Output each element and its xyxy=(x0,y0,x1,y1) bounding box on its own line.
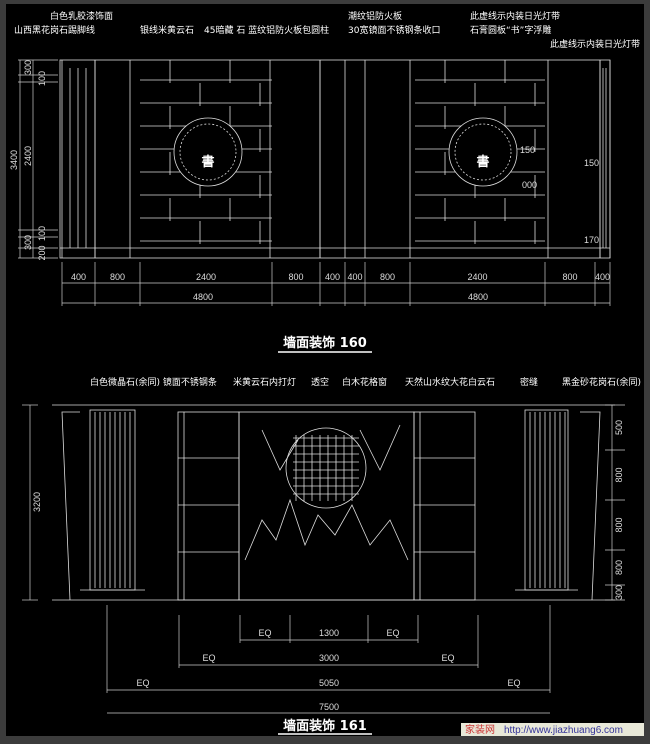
dim-text: 800 xyxy=(614,560,624,575)
dim-text: 800 xyxy=(614,467,624,482)
dim-text: 800 xyxy=(562,272,577,282)
dim-text: EQ xyxy=(507,678,520,688)
elevation-161 xyxy=(52,404,615,601)
dim-label: 000 xyxy=(522,180,537,190)
relief-disc xyxy=(173,117,243,187)
label: 白色乳胶漆饰面 xyxy=(50,10,113,22)
label: 此虚线示内装日光灯带 xyxy=(550,38,640,50)
dim-text: EQ xyxy=(202,653,215,663)
label: 米黄云石内打灯 xyxy=(233,376,296,388)
dim-text: 400 xyxy=(71,272,86,282)
dim-text: 3400 xyxy=(9,150,19,170)
label: 天然山水纹大花白云石 xyxy=(405,376,495,388)
dim-text: 800 xyxy=(614,517,624,532)
label: 此虚线示内装日光灯带 xyxy=(470,10,560,22)
dim-text: 800 xyxy=(110,272,125,282)
dim-text: 5050 xyxy=(319,678,339,688)
dim-text: 3200 xyxy=(32,492,42,512)
label: 银线米黄云石 xyxy=(140,24,194,36)
dim-text: EQ xyxy=(258,628,271,638)
label: 石膏圆板“书”字浮雕 xyxy=(470,24,551,36)
dim-text: 100 xyxy=(37,71,47,86)
mountain-pattern xyxy=(261,429,299,471)
dim-text: 800 xyxy=(380,272,395,282)
dim-text: 4800 xyxy=(468,292,488,302)
watermark-site: 家装网 xyxy=(465,723,495,736)
dim-text: 7500 xyxy=(319,702,339,712)
column-edge xyxy=(580,411,601,601)
relief-character: 書 xyxy=(476,154,489,170)
label: 山西黑花岗石踢脚线 xyxy=(14,24,95,36)
relief-ring xyxy=(454,123,512,181)
dim-text: 400 xyxy=(325,272,340,282)
dim-text: 1300 xyxy=(319,628,339,638)
dim-text: 300 xyxy=(23,60,33,75)
mountain-pattern xyxy=(244,498,409,561)
stone-panel xyxy=(238,411,415,601)
label: 30宽镜面不锈钢条收口 xyxy=(348,24,440,36)
label: 透空 xyxy=(311,376,329,388)
dim-text: 4800 xyxy=(193,292,213,302)
label: 45暗藏 石 蓝纹铝防火板包圆柱 xyxy=(204,24,329,36)
relief-disc xyxy=(448,117,518,187)
dim-label: 150 xyxy=(584,158,599,168)
dim-text: EQ xyxy=(441,653,454,663)
lattice-window xyxy=(285,427,367,509)
elevation-160 xyxy=(59,59,611,259)
dim-text: 2400 xyxy=(23,146,33,166)
drawing-title-161: 墙面装饰 161 xyxy=(283,718,367,734)
label: 白木花格窗 xyxy=(342,376,387,388)
column-edge xyxy=(61,411,80,601)
label: 黑金砂花岗石(余同) xyxy=(562,376,641,388)
mountain-pattern xyxy=(359,424,401,471)
watermark-url[interactable]: http://www.jiazhuang6.com xyxy=(504,725,623,736)
dim-text: 400 xyxy=(347,272,362,282)
dim-text: 3000 xyxy=(319,653,339,663)
dim-text: 100 xyxy=(37,226,47,241)
dim-text: 400 xyxy=(595,272,610,282)
dim-text: 800 xyxy=(288,272,303,282)
dim-label: 170 xyxy=(584,235,599,245)
label: 密缝 xyxy=(520,376,538,388)
dim-label: 150 xyxy=(520,145,535,155)
dim-text: 2400 xyxy=(196,272,216,282)
dim-text: 200 xyxy=(37,245,47,260)
dim-text: 500 xyxy=(614,420,624,435)
relief-ring xyxy=(179,123,237,181)
relief-character: 書 xyxy=(201,154,214,170)
dim-text: EQ xyxy=(386,628,399,638)
drawing-title-160: 墙面装饰 160 xyxy=(283,335,367,351)
dim-text: 300 xyxy=(614,585,624,600)
label: 白色微晶石(余同) 镜面不锈钢条 xyxy=(90,376,217,388)
label: 潮纹铝防火板 xyxy=(348,10,402,22)
dim-text: EQ xyxy=(136,678,149,688)
dim-text: 300 xyxy=(23,235,33,250)
dimensions-160: 400 800 2400 800 400 400 800 2400 800 400 4800 4800… xyxy=(9,59,611,306)
watermark-box xyxy=(461,723,644,736)
dim-text: 2400 xyxy=(467,272,487,282)
